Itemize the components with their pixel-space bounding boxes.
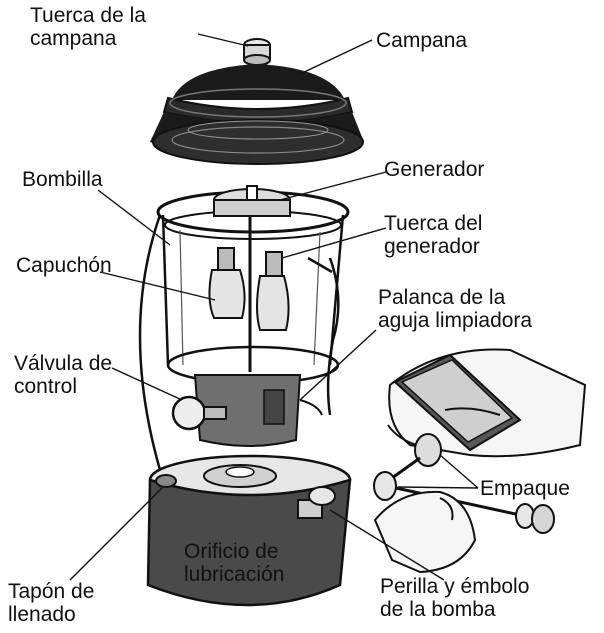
label-generator-nut: Tuerca del generador — [384, 212, 482, 258]
label-generator: Generador — [384, 158, 485, 181]
label-control-valve: Válvula de control — [14, 352, 112, 398]
cap-nut-drawing — [243, 38, 271, 66]
label-control-valve-line1: Válvula de — [14, 352, 113, 375]
globe-drawing — [156, 190, 350, 385]
fount-drawing — [146, 454, 352, 607]
label-cap-nut-line2: campana — [30, 27, 117, 50]
hand-drawing — [387, 348, 587, 458]
label-generator-nut-line1: Tuerca del — [384, 212, 483, 235]
label-cap: Campana — [376, 29, 468, 52]
label-generator-nut-line2: generador — [384, 235, 480, 258]
valve-drawing — [171, 374, 323, 447]
label-cap-nut-line1: Tuerca de la — [30, 4, 146, 27]
label-cleaning-lever-line2: aguja limpiadora — [378, 309, 533, 332]
pump-drawing — [373, 433, 555, 574]
label-fill-hole: Orificio de lubricación — [184, 540, 284, 586]
generator-drawing — [213, 185, 291, 372]
mantle-drawing — [208, 247, 290, 331]
label-pump-line2: de la bomba — [380, 598, 496, 621]
label-fill-cap: Tapón de llenado — [8, 580, 94, 626]
label-gasket: Empaque — [480, 477, 570, 500]
leader-lines — [69, 33, 479, 581]
label-mantle: Capuchón — [16, 254, 112, 277]
bail-drawing — [138, 214, 340, 471]
label-fill-cap-line1: Tapón de — [8, 580, 95, 603]
label-fill-cap-line2: llenado — [8, 603, 76, 626]
label-cleaning-lever: Palanca de la aguja limpiadora — [378, 286, 532, 332]
label-pump-line1: Perilla y émbolo — [380, 575, 530, 598]
label-cleaning-lever-line1: Palanca de la — [378, 286, 506, 309]
label-globe: Bombilla — [22, 168, 103, 191]
label-cap-nut: Tuerca de la campana — [30, 4, 146, 50]
label-fill-hole-line1: Orificio de — [184, 540, 279, 563]
label-pump: Perilla y émbolo de la bomba — [380, 575, 529, 621]
label-control-valve-line2: control — [14, 375, 78, 398]
label-fill-hole-line2: lubricación — [184, 563, 285, 586]
cap-drawing — [150, 64, 364, 165]
